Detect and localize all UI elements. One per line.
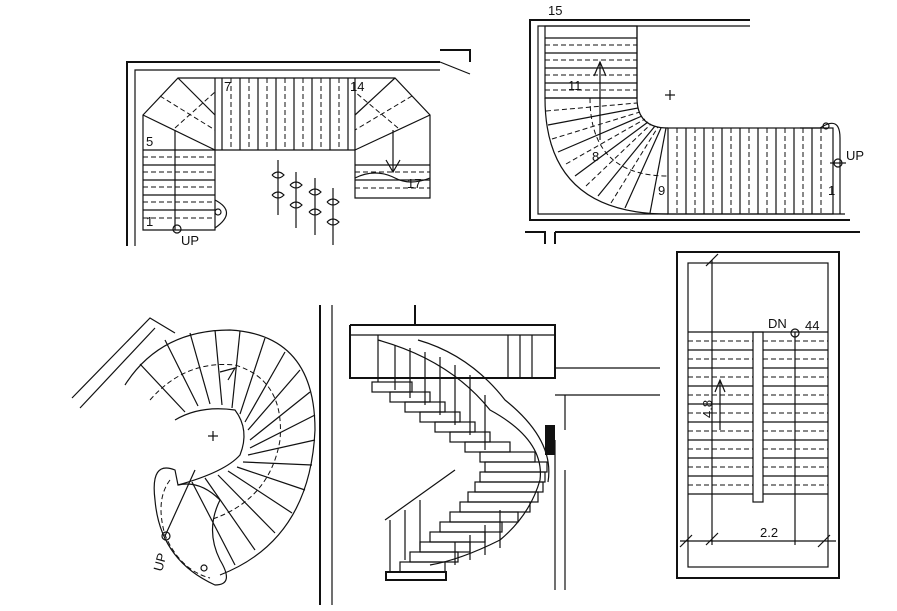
dimension-width-label: 2.2: [760, 525, 778, 540]
walk-line: [354, 172, 431, 183]
newel-curve: [800, 122, 841, 214]
plan-l-shape-stair: 1 5 7 14 17 UP: [126, 49, 471, 248]
baluster-details: [271, 160, 340, 245]
up-label: UP: [150, 551, 169, 572]
up-marker: [161, 531, 171, 541]
stair-outline: [142, 77, 431, 231]
wall-inner: [134, 69, 440, 246]
spiral-outer: [124, 329, 316, 576]
central-wall: [752, 331, 764, 503]
spiral-inner: [174, 408, 245, 486]
step-44-label: 44: [805, 318, 819, 333]
wall-outer: [676, 251, 840, 579]
spiral-treads: [139, 329, 316, 566]
base-plinth: [385, 571, 447, 581]
inner-curve: [636, 26, 669, 129]
left-run-treads: [143, 149, 215, 219]
wall-return: [440, 49, 471, 62]
elevation-spiral-stair: [349, 305, 660, 590]
step-11-label: 11: [568, 78, 582, 93]
spiral-base: [153, 467, 227, 586]
dimension-length-label: 4.8: [700, 400, 715, 418]
dn-label: DN: [768, 316, 787, 331]
step-8-label: 8: [592, 149, 599, 164]
handrail: [377, 335, 541, 566]
step-1-label: 1: [828, 183, 835, 198]
bottom-run-treads: [676, 128, 822, 214]
dn-marker: [790, 328, 800, 338]
up-label: UP: [846, 148, 864, 163]
plan-spiral-stair: UP: [71, 305, 333, 605]
step-1-label: 1: [146, 214, 153, 229]
wall-outer: [126, 61, 440, 246]
outer-curve: [544, 97, 669, 215]
wall-hatch: [545, 425, 555, 455]
wall-outer: [529, 19, 850, 221]
step-17-label: 17: [407, 176, 421, 191]
winder-treads: [545, 97, 667, 214]
step-7-label: 7: [224, 79, 231, 94]
step-14-label: 14: [350, 79, 364, 94]
upper-floor-slab: [349, 324, 556, 379]
plan-straight-stair: DN 44 4.8 2.2: [676, 251, 840, 579]
step-15-label: 15: [548, 3, 562, 18]
upper-run-treads: [221, 78, 349, 150]
up-marker: [172, 224, 182, 234]
step-5-label: 5: [146, 134, 153, 149]
up-label: UP: [181, 233, 199, 248]
step-9-label: 9: [658, 183, 665, 198]
wall-inner: [687, 262, 829, 568]
balusters: [389, 345, 501, 572]
newel-curve: [214, 199, 228, 229]
elevation-steps: [371, 381, 548, 573]
plan-curved-stair: 15 11 8 9 1 UP: [525, 3, 864, 244]
